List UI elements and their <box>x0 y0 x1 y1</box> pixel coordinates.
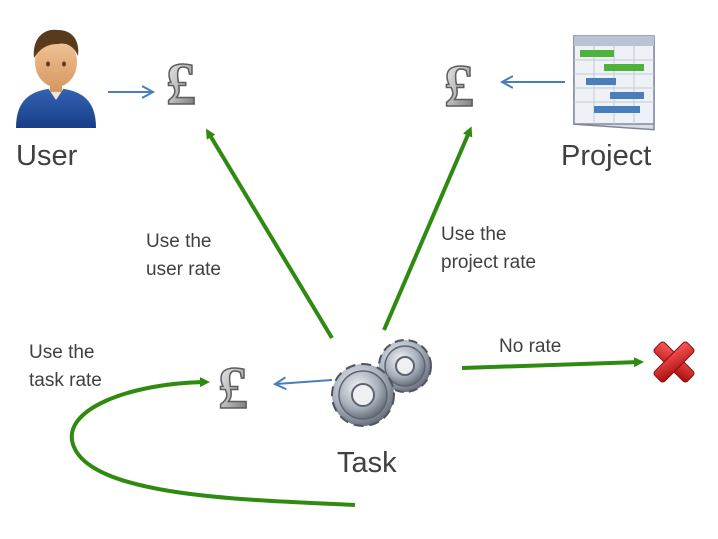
edge-label-user-rate-line1: Use the <box>146 231 212 252</box>
pound-sign-icon-project: £ <box>443 52 475 120</box>
arrow-task-to-task-rate <box>276 380 333 384</box>
pound-sign-icon-user: £ <box>165 50 197 118</box>
svg-text:£: £ <box>218 355 248 421</box>
project-label: Project <box>561 140 652 172</box>
red-cross-icon <box>653 341 695 383</box>
svg-text:£: £ <box>444 53 474 119</box>
gears-icon <box>331 339 432 427</box>
edge-label-project-rate-line2: project rate <box>441 252 537 273</box>
user-avatar-icon <box>16 29 96 128</box>
edge-label-project-rate: Use the project rate <box>441 221 536 277</box>
svg-text:£: £ <box>166 51 196 117</box>
edge-label-task-rate: Use the task rate <box>29 339 102 395</box>
arrow-task-to-project-rate <box>382 126 473 331</box>
edge-label-no-rate: No rate <box>499 336 562 357</box>
gantt-chart-icon <box>573 35 655 131</box>
user-label: User <box>16 140 78 172</box>
edge-label-user-rate: Use the user rate <box>146 228 221 284</box>
arrow-task-to-no-rate <box>461 357 644 370</box>
edge-label-task-rate-line2: task rate <box>29 370 102 391</box>
edge-label-project-rate-line1: Use the <box>441 224 507 245</box>
arrow-task-to-user-rate <box>205 128 334 340</box>
pound-sign-icon-task: £ <box>217 354 249 422</box>
edge-label-user-rate-line2: user rate <box>146 259 221 280</box>
edge-label-task-rate-line1: Use the <box>29 342 95 363</box>
task-label: Task <box>337 447 397 479</box>
arrow-task-loop-to-task-rate <box>69 377 356 507</box>
